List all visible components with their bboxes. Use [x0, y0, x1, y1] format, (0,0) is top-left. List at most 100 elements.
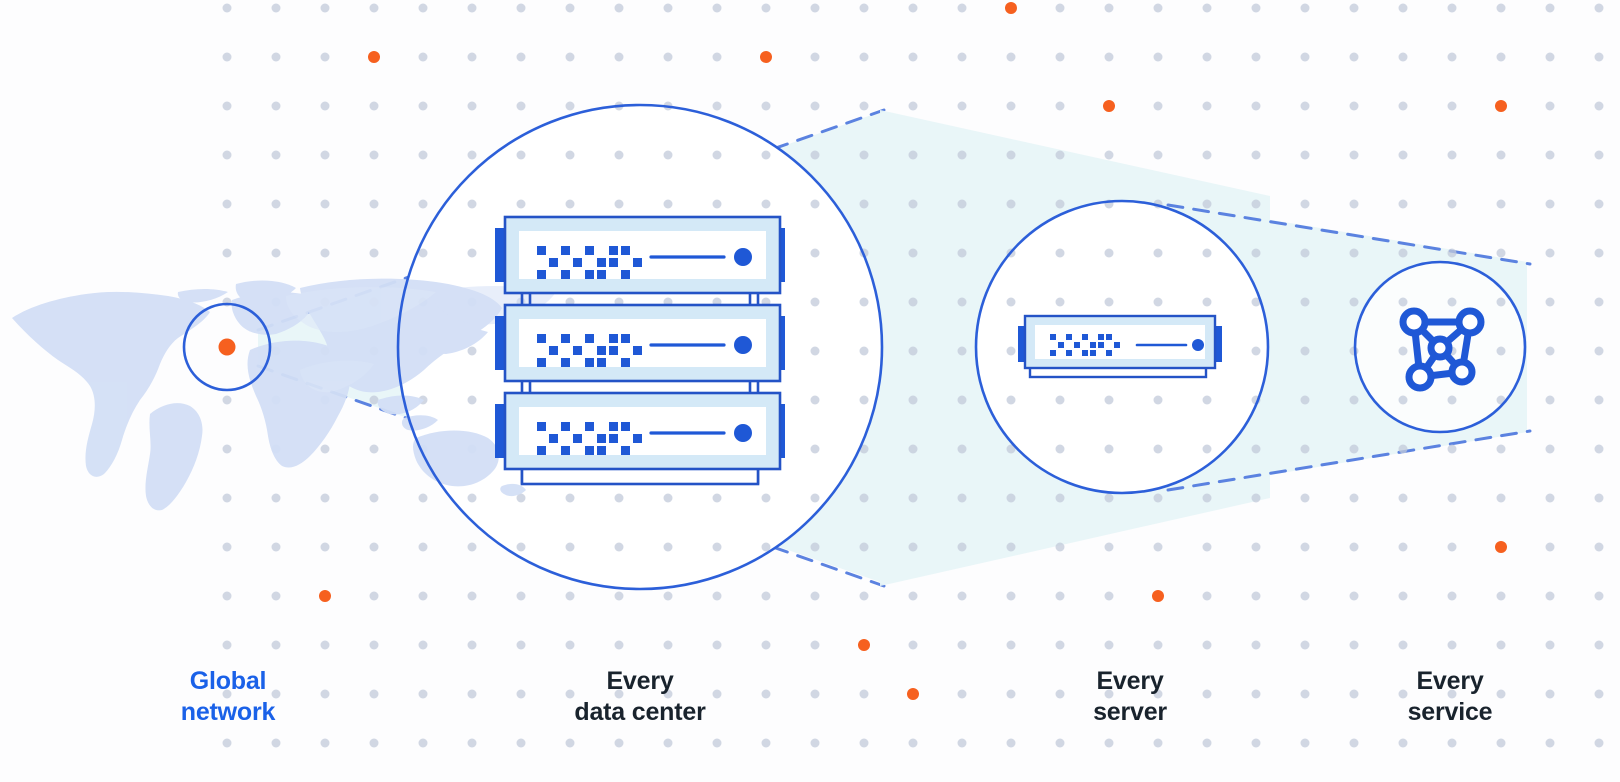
led-matrix: [537, 334, 642, 367]
grid-dot: [859, 199, 869, 209]
grid-dot: [761, 493, 771, 503]
grid-dot: [1349, 248, 1359, 258]
grid-dot: [418, 101, 428, 111]
every-data-center-group[interactable]: [396, 103, 884, 591]
grid-dot-highlight: [1495, 100, 1507, 112]
grid-dot-highlight: [1103, 100, 1115, 112]
location-marker-dot: [218, 338, 236, 356]
grid-dot: [810, 150, 820, 160]
grid-dot: [369, 248, 379, 258]
grid-dot: [1300, 346, 1310, 356]
grid-dot: [859, 52, 869, 62]
grid-dot: [1594, 444, 1604, 454]
grid-dot: [1104, 591, 1114, 601]
grid-dot: [810, 346, 820, 356]
grid-dot: [761, 101, 771, 111]
grid-dot: [467, 248, 477, 258]
grid-dot: [663, 150, 673, 160]
grid-dot: [908, 199, 918, 209]
grid-dot: [1202, 542, 1212, 552]
grid-dot: [1251, 52, 1261, 62]
grid-dot: [418, 150, 428, 160]
grid-dot: [1594, 591, 1604, 601]
grid-dot: [1300, 395, 1310, 405]
grid-dot: [516, 542, 526, 552]
grid-dot: [1447, 3, 1457, 13]
grid-dot: [369, 395, 379, 405]
grid-dot: [565, 3, 575, 13]
grid-dot: [859, 493, 869, 503]
grid-dot: [663, 493, 673, 503]
grid-dot: [1349, 444, 1359, 454]
grid-dot: [1202, 640, 1212, 650]
grid-dot: [1545, 395, 1555, 405]
grid-dot: [810, 3, 820, 13]
grid-dot: [859, 101, 869, 111]
grid-dot: [467, 3, 477, 13]
grid-dot: [810, 591, 820, 601]
grid-dot: [1545, 52, 1555, 62]
grid-dot: [712, 591, 722, 601]
grid-dot: [1349, 542, 1359, 552]
grid-dot: [957, 444, 967, 454]
grid-dot: [467, 542, 477, 552]
every-server-group[interactable]: [974, 199, 1270, 495]
grid-dot: [859, 395, 869, 405]
grid-dot: [859, 297, 869, 307]
grid-dot: [1594, 346, 1604, 356]
grid-dot: [1251, 591, 1261, 601]
grid-dot: [1006, 346, 1016, 356]
grid-dot: [1300, 542, 1310, 552]
grid-dot: [1153, 101, 1163, 111]
network-node: [1399, 307, 1485, 392]
grid-dot: [1594, 738, 1604, 748]
grid-dot: [1398, 738, 1408, 748]
grid-dot: [1545, 101, 1555, 111]
grid-dot: [957, 395, 967, 405]
grid-dot: [467, 346, 477, 356]
grid-dot: [957, 493, 967, 503]
grid-dot: [1545, 297, 1555, 307]
grid-dot: [712, 689, 722, 699]
grid-dot: [418, 493, 428, 503]
grid-dot: [908, 101, 918, 111]
grid-dot: [516, 738, 526, 748]
grid-dot: [418, 199, 428, 209]
grid-dot: [1300, 3, 1310, 13]
grid-dot: [1251, 542, 1261, 552]
grid-dot: [1349, 493, 1359, 503]
grid-dot: [1300, 493, 1310, 503]
server-unit: [495, 215, 785, 295]
world-map-icon: [12, 278, 556, 511]
grid-dot: [516, 101, 526, 111]
grid-dot: [467, 52, 477, 62]
grid-dot: [1251, 199, 1261, 209]
global-network-highlight[interactable]: [182, 302, 272, 392]
grid-dot: [1300, 297, 1310, 307]
grid-dot: [320, 3, 330, 13]
grid-dot: [1055, 542, 1065, 552]
grid-dot: [957, 346, 967, 356]
grid-dot: [810, 297, 820, 307]
grid-dot: [1594, 689, 1604, 699]
grid-dot: [1496, 3, 1506, 13]
grid-dot: [565, 542, 575, 552]
grid-dot: [1153, 542, 1163, 552]
grid-dot: [1153, 52, 1163, 62]
grid-dot: [663, 640, 673, 650]
grid-dot: [761, 738, 771, 748]
grid-dot: [1447, 640, 1457, 650]
grid-dot: [418, 248, 428, 258]
grid-dot: [418, 591, 428, 601]
grid-dot: [1398, 444, 1408, 454]
grid-dot: [1594, 199, 1604, 209]
grid-dot: [810, 101, 820, 111]
led-matrix: [537, 422, 642, 455]
every-service-group[interactable]: [1353, 260, 1527, 434]
grid-dot: [614, 493, 624, 503]
grid-dot: [859, 591, 869, 601]
grid-dot: [320, 542, 330, 552]
grid-dot: [1153, 395, 1163, 405]
grid-dot: [222, 542, 232, 552]
grid-dot: [614, 3, 624, 13]
